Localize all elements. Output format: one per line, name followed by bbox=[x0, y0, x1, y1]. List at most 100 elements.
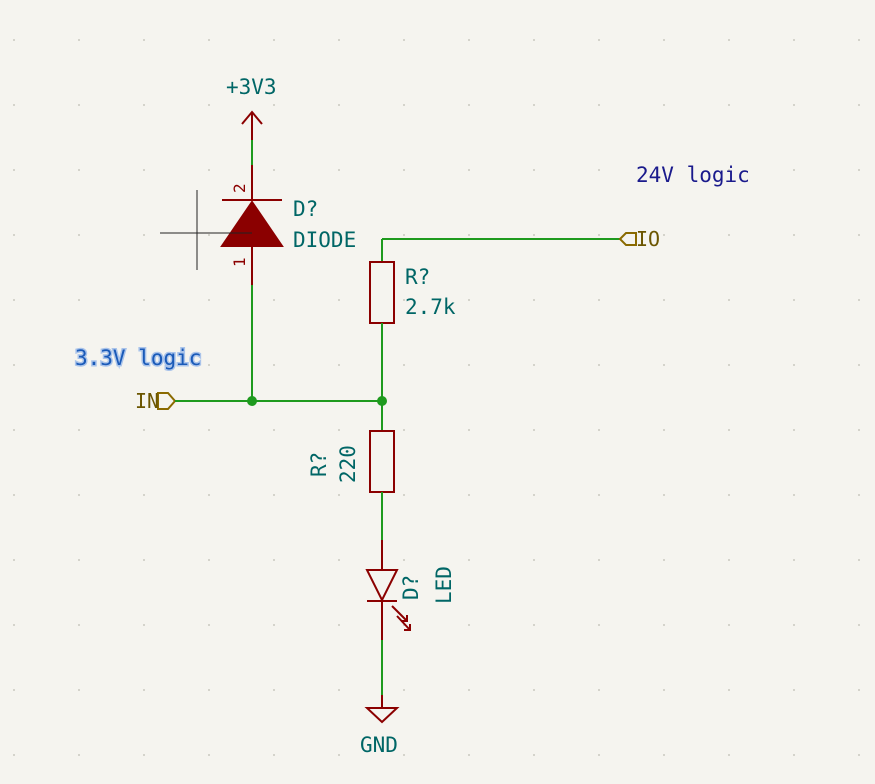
grid-dot bbox=[273, 39, 275, 41]
grid-dot bbox=[78, 364, 80, 366]
grid-dot bbox=[143, 754, 145, 756]
resistor-bottom-value: 220 bbox=[336, 445, 360, 483]
grid-dot bbox=[663, 429, 665, 431]
grid-dot bbox=[468, 429, 470, 431]
grid-dot bbox=[468, 624, 470, 626]
grid-dot bbox=[208, 39, 210, 41]
grid-dot bbox=[793, 364, 795, 366]
grid-dot bbox=[78, 234, 80, 236]
input-port-icon[interactable] bbox=[157, 392, 177, 410]
grid-dot bbox=[403, 364, 405, 366]
grid-dot bbox=[728, 494, 730, 496]
grid-dot bbox=[793, 689, 795, 691]
grid-dot bbox=[208, 169, 210, 171]
diode-value: DIODE bbox=[293, 228, 356, 252]
grid-dot bbox=[728, 624, 730, 626]
grid-dot bbox=[403, 494, 405, 496]
grid-dot bbox=[208, 689, 210, 691]
grid-dot bbox=[143, 494, 145, 496]
grid-dot bbox=[728, 689, 730, 691]
grid-dot bbox=[143, 169, 145, 171]
grid-dot bbox=[663, 754, 665, 756]
grid-dot bbox=[663, 624, 665, 626]
bidirectional-port-icon[interactable] bbox=[618, 232, 637, 246]
grid-dot bbox=[13, 429, 15, 431]
diode-pin-cathode: 2 bbox=[230, 183, 249, 193]
grid-dot bbox=[338, 429, 340, 431]
grid-dot bbox=[143, 364, 145, 366]
grid-dot bbox=[338, 494, 340, 496]
resistor-bottom-symbol[interactable] bbox=[369, 430, 395, 493]
grid-dot bbox=[338, 299, 340, 301]
grid-dots bbox=[13, 39, 860, 756]
resistor-top-value: 2.7k bbox=[405, 295, 456, 319]
grid-dot bbox=[403, 299, 405, 301]
resistor-top-ref: R? bbox=[405, 265, 430, 289]
resistor-top-symbol[interactable] bbox=[369, 261, 395, 324]
grid-dot bbox=[533, 39, 535, 41]
grid-dot bbox=[858, 299, 860, 301]
grid-dot bbox=[793, 299, 795, 301]
grid-dot bbox=[338, 39, 340, 41]
grid-dot bbox=[208, 624, 210, 626]
grid-dot bbox=[273, 364, 275, 366]
grid-dot bbox=[78, 299, 80, 301]
grid-dot bbox=[468, 559, 470, 561]
grid-dot bbox=[663, 39, 665, 41]
grid-dot bbox=[273, 689, 275, 691]
grid-dot bbox=[13, 234, 15, 236]
ground-symbol-icon[interactable] bbox=[364, 695, 400, 724]
grid-dot bbox=[858, 39, 860, 41]
resistor-bottom-ref: R? bbox=[307, 452, 331, 477]
grid-dot bbox=[858, 234, 860, 236]
grid-dot bbox=[273, 169, 275, 171]
note-24v-logic: 24V logic bbox=[636, 163, 750, 187]
grid-dot bbox=[143, 299, 145, 301]
grid-dot bbox=[598, 169, 600, 171]
grid-dot bbox=[728, 234, 730, 236]
grid-dot bbox=[403, 429, 405, 431]
grid-dot bbox=[78, 104, 80, 106]
grid-dot bbox=[273, 104, 275, 106]
grid-dot bbox=[468, 169, 470, 171]
grid-dot bbox=[143, 429, 145, 431]
grid-dot bbox=[338, 559, 340, 561]
grid-dot bbox=[728, 429, 730, 431]
grid-dot bbox=[533, 104, 535, 106]
grid-dot bbox=[533, 429, 535, 431]
grid-dot bbox=[13, 689, 15, 691]
grid-dot bbox=[403, 39, 405, 41]
grid-dot bbox=[273, 559, 275, 561]
diode-ref: D? bbox=[293, 197, 318, 221]
grid-dot bbox=[533, 624, 535, 626]
diode-symbol[interactable] bbox=[160, 165, 284, 285]
grid-dot bbox=[468, 104, 470, 106]
grid-dot bbox=[598, 104, 600, 106]
grid-dot bbox=[13, 754, 15, 756]
grid-dot bbox=[208, 299, 210, 301]
grid-dot bbox=[78, 754, 80, 756]
grid-dot bbox=[13, 169, 15, 171]
power-arrow-up-icon[interactable] bbox=[241, 110, 263, 140]
junction-dot-diode bbox=[247, 396, 257, 406]
grid-dot bbox=[403, 754, 405, 756]
grid-dot bbox=[468, 299, 470, 301]
grid-dot bbox=[858, 364, 860, 366]
grid-dot bbox=[533, 299, 535, 301]
grid-dot bbox=[273, 494, 275, 496]
grid-dot bbox=[663, 689, 665, 691]
grid-dot bbox=[468, 689, 470, 691]
grid-dot bbox=[273, 299, 275, 301]
grid-dot bbox=[208, 559, 210, 561]
grid-dot bbox=[793, 754, 795, 756]
grid-dot bbox=[78, 169, 80, 171]
grid-dot bbox=[793, 624, 795, 626]
grid-dot bbox=[143, 624, 145, 626]
grid-dot bbox=[208, 104, 210, 106]
grid-dot bbox=[468, 234, 470, 236]
grid-dot bbox=[793, 429, 795, 431]
led-symbol[interactable] bbox=[365, 540, 411, 640]
grid-dot bbox=[143, 559, 145, 561]
grid-dot bbox=[533, 689, 535, 691]
